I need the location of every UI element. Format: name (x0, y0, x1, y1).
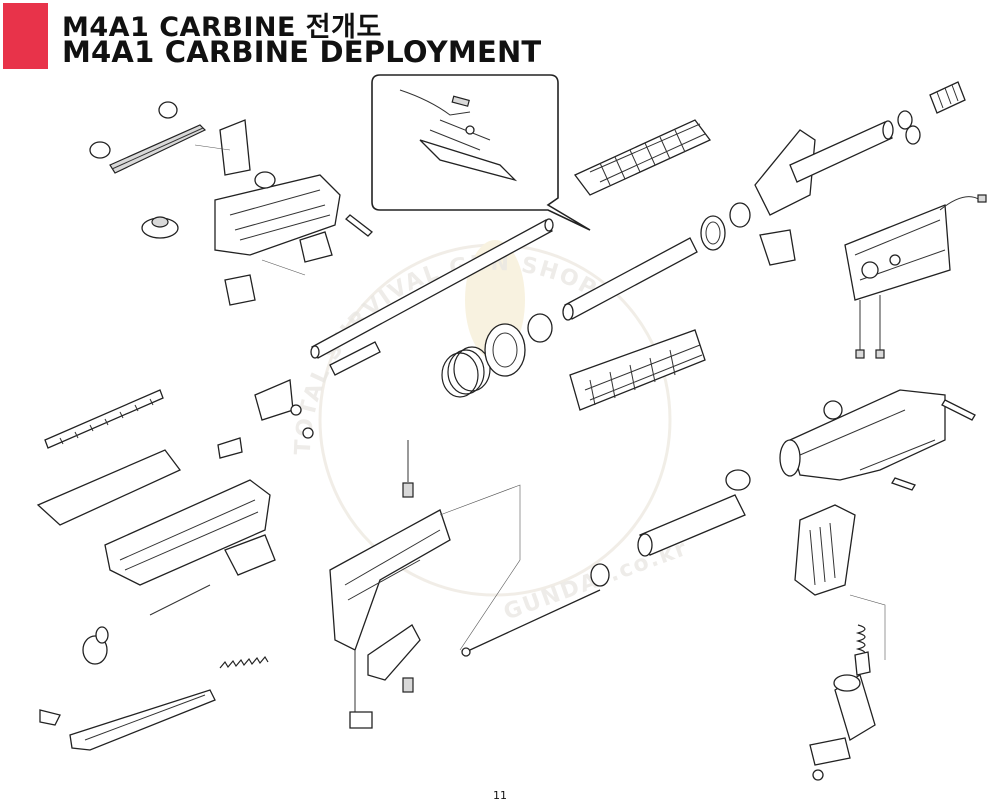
bushing-right (158, 101, 178, 119)
front-sight-group (700, 81, 966, 266)
gearbox-group (844, 194, 987, 359)
page-number: 11 (493, 789, 507, 802)
stock-group (329, 440, 746, 729)
page-title-english: M4A1 CARBINE DEPLOYMENT (62, 35, 542, 69)
inner-barrel-end (329, 341, 381, 376)
side-rail (36, 449, 182, 526)
bushing-left (89, 141, 111, 159)
section-color-block (3, 3, 48, 69)
rail-handguard-top (573, 119, 712, 196)
pistol-grip (794, 504, 856, 596)
buffer-tube (639, 494, 746, 556)
flash-hider (929, 81, 966, 114)
spring-group (441, 313, 553, 398)
inset-detail-box (371, 74, 591, 231)
upper-receiver-group (89, 101, 373, 306)
lower-receiver-group (725, 389, 976, 596)
barrel-group (310, 218, 698, 376)
stock-body (329, 509, 451, 651)
rail-handguard-bottom (569, 329, 706, 411)
left-parts-group (36, 379, 314, 751)
front-barrel (789, 121, 893, 183)
rear-sight (219, 119, 251, 176)
upper-receiver (214, 174, 341, 256)
motor-group (809, 594, 886, 781)
barrel-nut (484, 323, 526, 377)
sling-swivel (759, 229, 796, 266)
receiver-cover (104, 479, 271, 586)
stock-lever (367, 624, 421, 681)
delta-ring (700, 215, 726, 251)
page-title-korean: M4A1 CARBINE 전개도 (62, 12, 382, 43)
upper-rail-strip (44, 389, 164, 449)
lower-receiver (789, 389, 946, 481)
